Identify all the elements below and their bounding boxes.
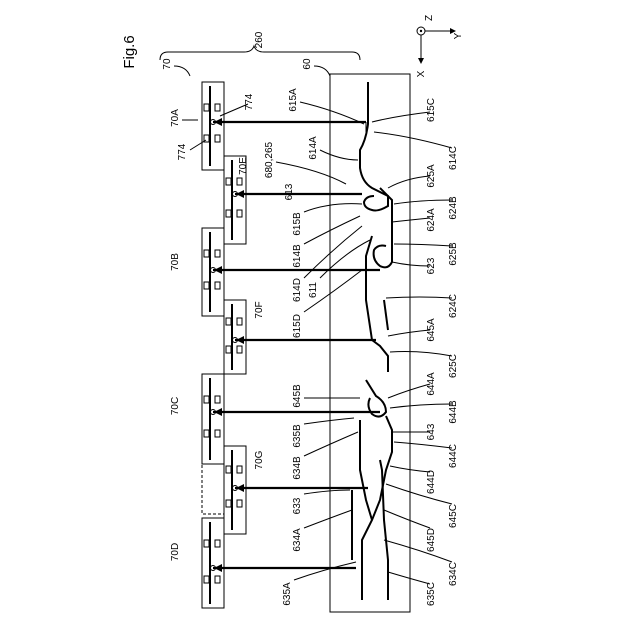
callout-615B: 615B [292, 212, 303, 236]
callout-615C: 615C [426, 98, 437, 122]
wire-70A [213, 118, 366, 132]
axis-label-z: Z [424, 15, 435, 21]
callout-644D: 644D [426, 470, 437, 494]
callout-635A: 635A [282, 582, 293, 606]
callout-645B: 645B [292, 384, 303, 408]
callouts-left: 615A 614A 680,265 613 615B 614B 614D 611… [264, 88, 370, 606]
callout-614B: 614B [292, 244, 303, 268]
module-label-70A: 70A [170, 109, 181, 127]
wire-70D [213, 564, 356, 572]
callout-614D: 614D [292, 278, 303, 302]
figure-title: Fig.6 [121, 35, 138, 68]
callout-614C: 614C [448, 146, 459, 170]
callout-645D: 645D [426, 528, 437, 552]
callout-615A: 615A [288, 88, 299, 112]
callout-611: 611 [308, 282, 319, 298]
label-70: 70 [162, 58, 173, 70]
part-label-774-b: 774 [177, 143, 188, 160]
axis-label-y: Y [453, 32, 464, 39]
module-label-70C: 70C [170, 397, 181, 415]
callout-634B: 634B [292, 456, 303, 480]
module-label-70F: 70F [254, 301, 265, 318]
callout-634A: 634A [292, 528, 303, 552]
module-label-70G: 70G [254, 450, 265, 469]
callout-613: 613 [284, 183, 295, 200]
module-label-70B: 70B [170, 253, 181, 271]
axis-indicator: Z Y X [416, 15, 464, 77]
axis-label-x: X [416, 70, 427, 77]
label-260: 260 [254, 31, 265, 48]
callout-680-265: 680,265 [264, 141, 275, 178]
module-70C [202, 374, 224, 514]
callout-624A: 624A [426, 208, 437, 232]
module-label-70D: 70D [170, 543, 181, 561]
callout-645C: 645C [448, 504, 459, 528]
module-70D [202, 518, 224, 608]
callout-634C: 634C [448, 562, 459, 586]
wire-70C [213, 408, 380, 416]
callout-635B: 635B [292, 424, 303, 448]
callout-614A: 614A [308, 136, 319, 160]
callout-635C: 635C [426, 582, 437, 606]
part-label-774-a: 774 [244, 93, 255, 110]
wire-70F [235, 336, 376, 344]
board-60 [330, 74, 410, 612]
callout-615D: 615D [292, 314, 303, 338]
callout-644A: 644A [426, 372, 437, 396]
module-label-70E: 70E [238, 157, 249, 175]
wire-70G [235, 484, 368, 492]
callout-633: 633 [292, 497, 303, 514]
label-60: 60 [302, 58, 313, 70]
callout-625C: 625C [448, 354, 459, 378]
module-70A [202, 82, 224, 170]
